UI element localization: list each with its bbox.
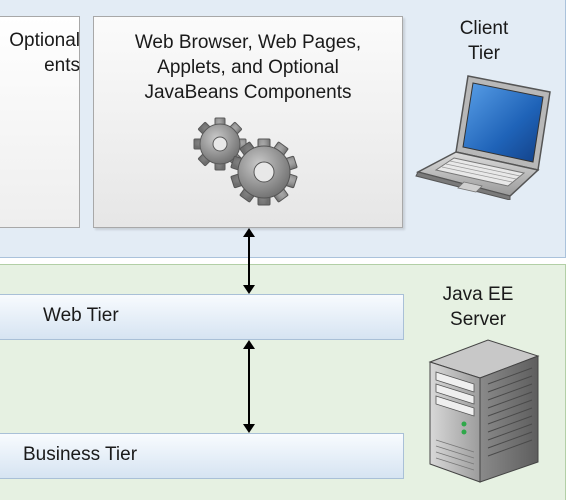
web-browser-label-line3: JavaBeans Components xyxy=(144,82,352,103)
client-app-label-line1: Optional xyxy=(9,30,80,51)
business-tier-label: Business Tier xyxy=(23,444,138,465)
gears-icon xyxy=(193,117,298,206)
client-app-label-line2: ents xyxy=(44,55,80,76)
web-browser-label-line1: Web Browser, Web Pages, xyxy=(134,32,362,53)
web-tier-box xyxy=(0,294,404,340)
business-tier-box xyxy=(0,433,404,479)
web-browser-label-line2: Applets, and Optional xyxy=(157,57,339,78)
client-tier-label-line1: Client xyxy=(459,18,509,39)
java-ee-server-label-line2: Server xyxy=(450,309,506,330)
web-tier-label: Web Tier xyxy=(43,305,119,326)
laptop-icon xyxy=(415,75,551,200)
server-tower-icon xyxy=(428,339,540,483)
double-arrow-icon xyxy=(243,340,255,433)
client-app-box xyxy=(0,16,80,228)
java-ee-server-label-line1: Java EE xyxy=(442,284,514,305)
double-arrow-icon xyxy=(243,228,255,294)
client-tier-label-line2: Tier xyxy=(467,43,501,64)
